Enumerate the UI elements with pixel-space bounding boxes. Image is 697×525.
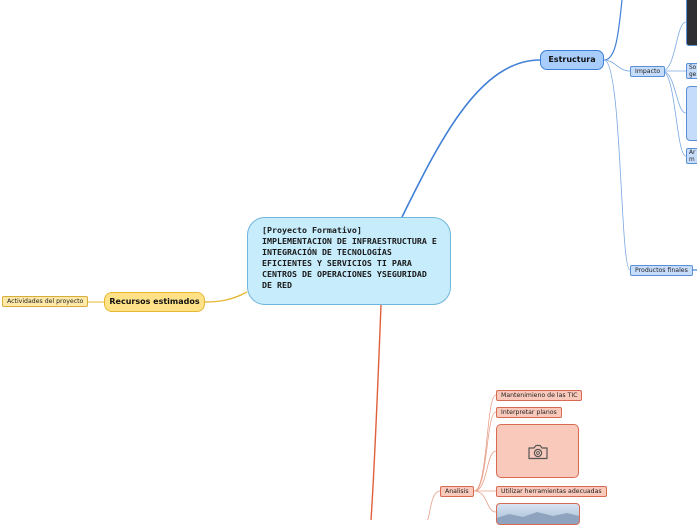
image-placeholder-node[interactable] xyxy=(496,424,579,478)
topic-impacto[interactable]: Impacto xyxy=(630,66,666,77)
topic-herramientas[interactable]: Utilizar herramientas adecuadas xyxy=(496,486,607,497)
topic-cut-so-ge[interactable]: So ge xyxy=(686,63,697,79)
camera-icon xyxy=(528,444,548,460)
image-node-dark[interactable] xyxy=(686,0,697,46)
connector-estructura xyxy=(401,59,541,218)
central-topic[interactable]: [Proyecto Formativo] IMPLEMENTACION DE I… xyxy=(247,217,451,305)
connector-analisis-branch xyxy=(370,304,382,520)
topic-productos-finales[interactable]: Productos finales xyxy=(630,265,693,276)
branch-estructura[interactable]: Estructura xyxy=(540,50,604,70)
photo-landscape-icon xyxy=(497,512,579,524)
topic-mantenimiento[interactable]: Mantenimieno de las TIC xyxy=(496,390,583,401)
image-node-blue[interactable] xyxy=(686,86,697,141)
topic-cut-ar-m[interactable]: Ar m xyxy=(686,148,697,164)
topic-actividades[interactable]: Actividades del proyecto xyxy=(2,296,89,307)
branch-recursos-estimados[interactable]: Recursos estimados xyxy=(104,292,205,312)
topic-analisis[interactable]: Analisis xyxy=(440,486,474,497)
topic-interpretar-planos[interactable]: Interpretar planos xyxy=(496,407,562,418)
connector-estructura-top xyxy=(603,0,623,61)
connector-productos xyxy=(603,59,631,271)
connector-recursos xyxy=(204,291,248,303)
image-node-photo[interactable] xyxy=(496,503,580,525)
connector-impacto xyxy=(603,59,631,72)
